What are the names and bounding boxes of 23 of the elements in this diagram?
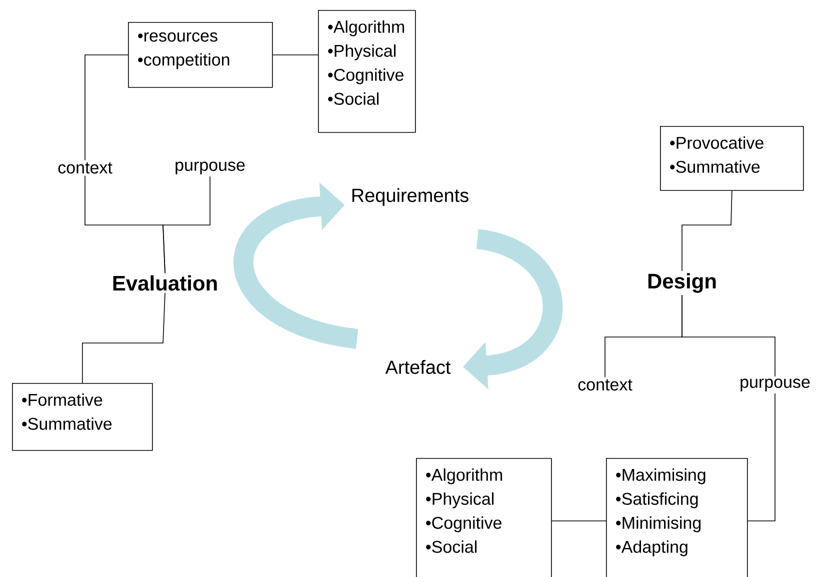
cycle-arrow xyxy=(234,182,359,349)
connector-line xyxy=(551,520,606,522)
bullet-list-box: •Maximising •Satisficing •Minimising •Adapting xyxy=(606,458,748,577)
branch-label: purpouse xyxy=(176,162,245,174)
branch-label: context xyxy=(578,379,632,391)
connector-line xyxy=(747,393,776,522)
bullet-list-box: •Algorithm •Physical •Cognitive •Social xyxy=(318,10,416,133)
connector-line xyxy=(162,176,210,274)
stage-label: Design xyxy=(648,273,716,293)
bullet-list-box: •Provocative •Summative xyxy=(660,126,804,191)
connector-line xyxy=(84,54,128,161)
bullet-list-box: •Formative •Summative xyxy=(12,383,153,451)
connector-line xyxy=(682,294,776,377)
connector-line xyxy=(272,54,318,56)
branch-label: purpouse xyxy=(740,378,810,392)
bullet-list-box: •resources •competition xyxy=(128,22,273,88)
connector-line xyxy=(682,190,732,272)
bullet-list-box: •Algorithm •Physical •Cognitive •Social xyxy=(416,458,552,577)
cycle-label: Artefact xyxy=(385,360,451,374)
connector-line xyxy=(82,292,166,384)
cycle-label: Requirements xyxy=(352,188,468,206)
branch-label: context xyxy=(58,162,112,174)
stage-label: Evaluation xyxy=(113,275,217,291)
